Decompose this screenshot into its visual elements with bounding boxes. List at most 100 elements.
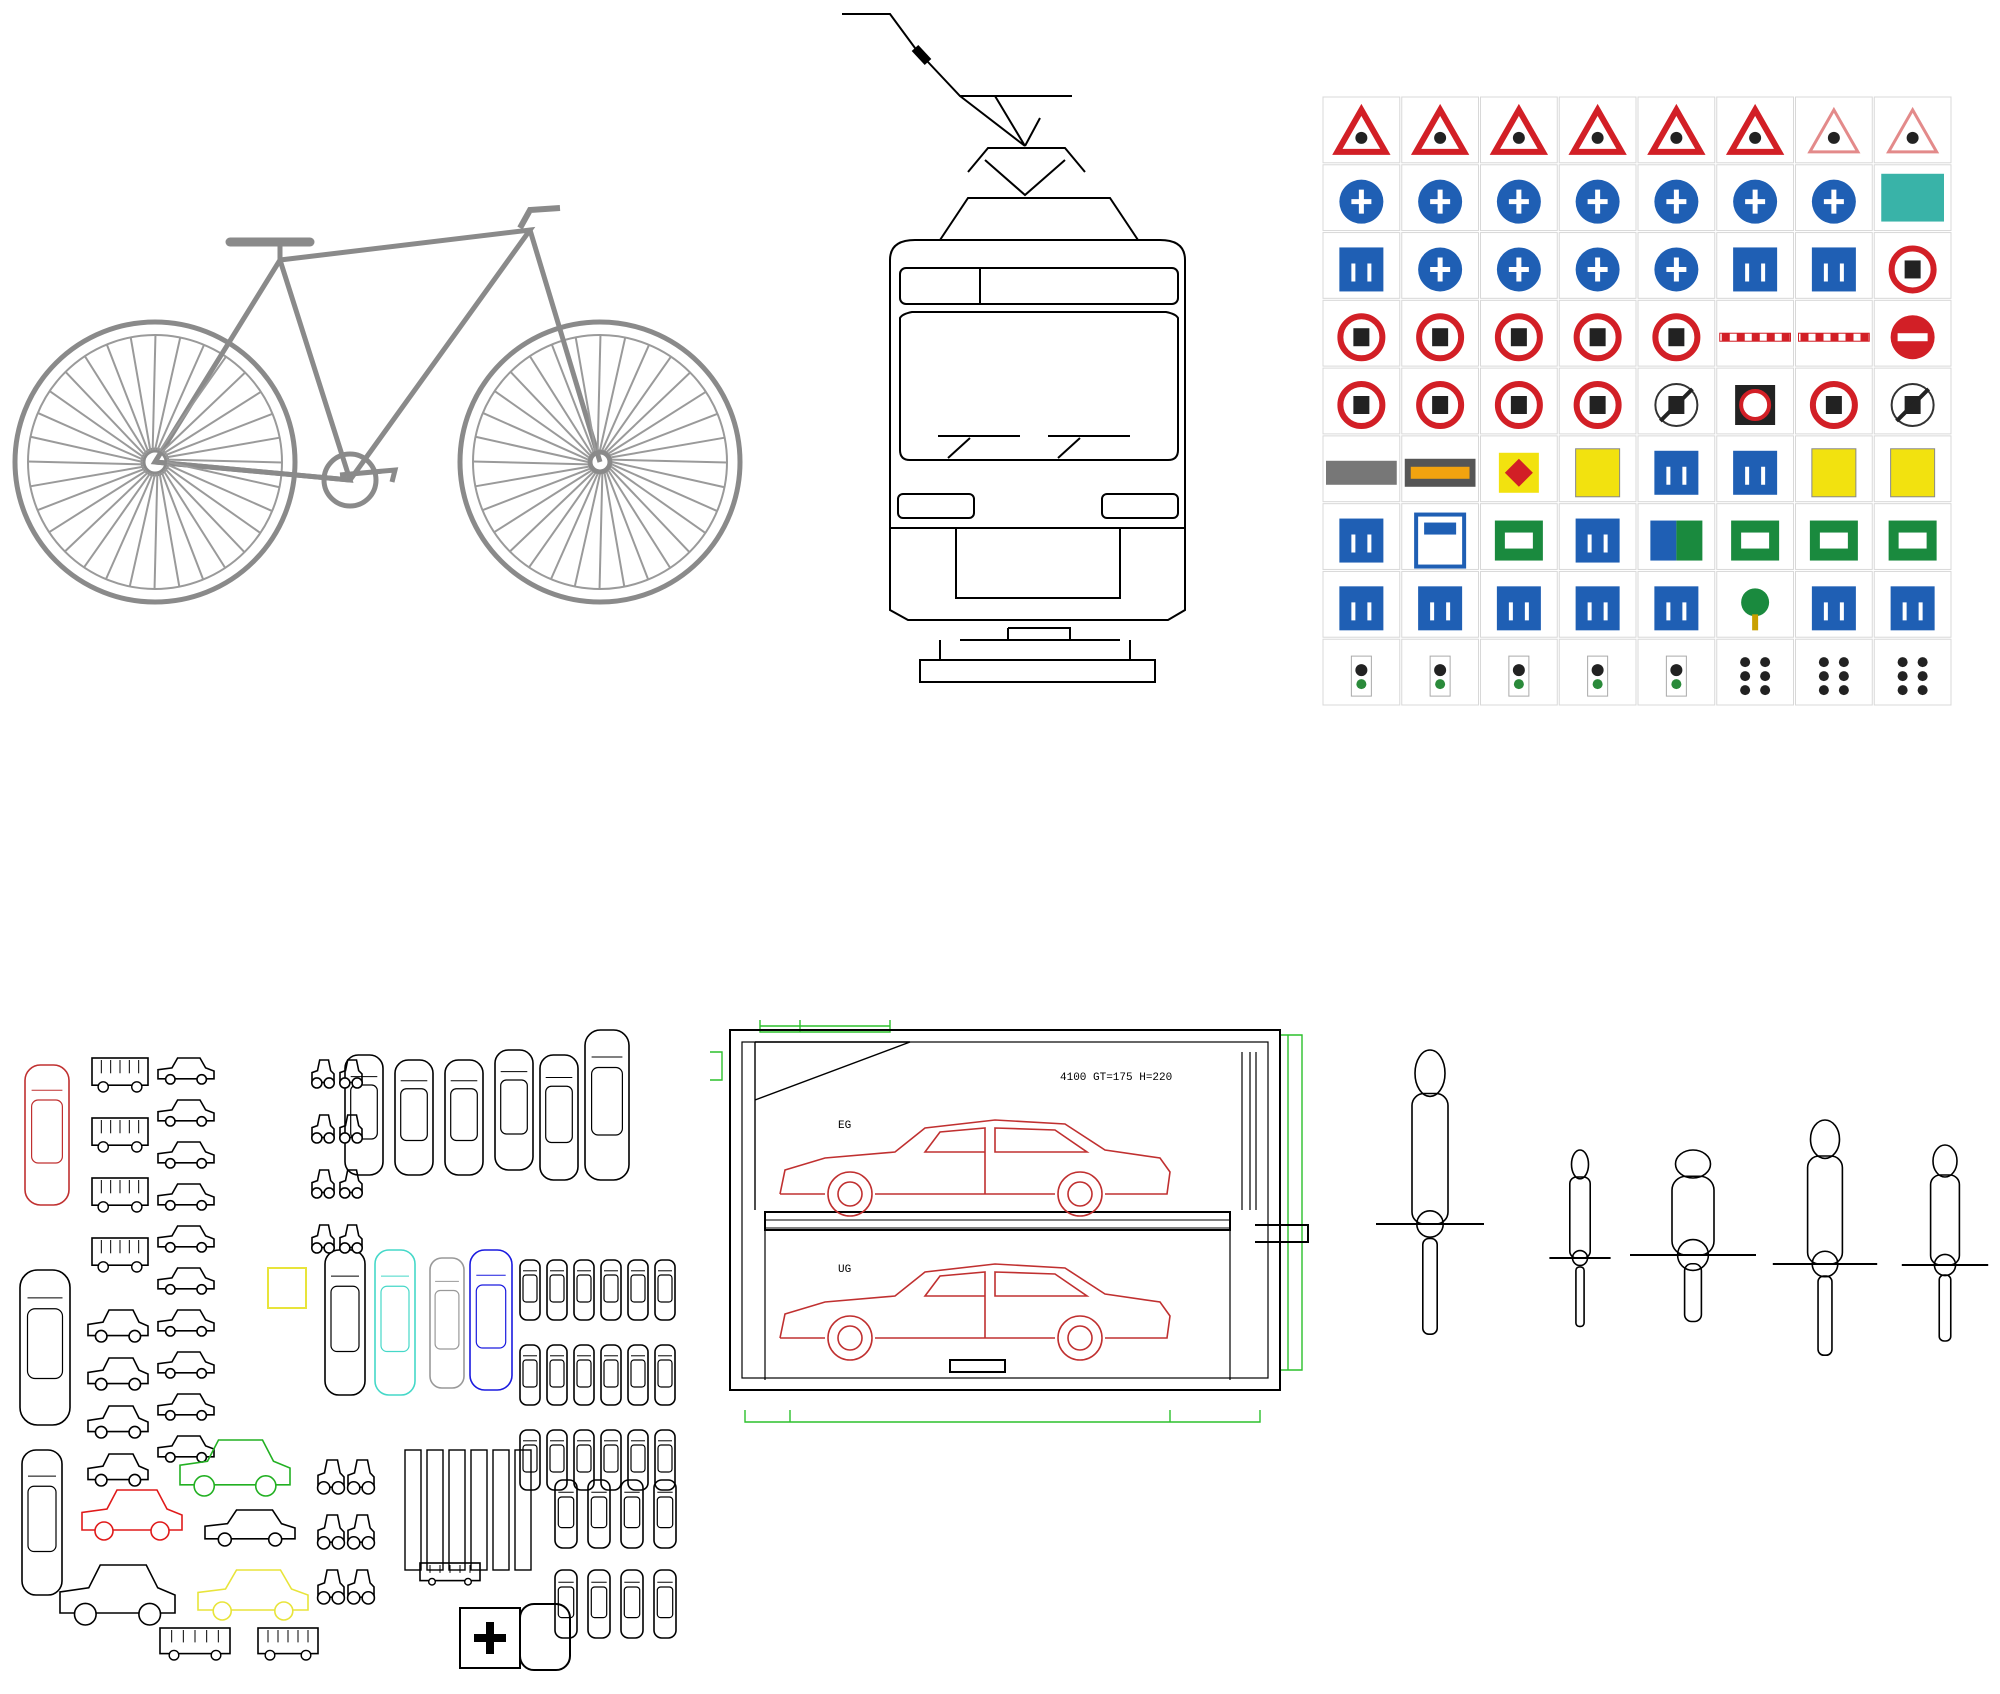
motorcycle-block: [1901, 1144, 1989, 1342]
traffic-sign: [1322, 638, 1401, 706]
traffic-sign: [1873, 570, 1952, 638]
vehicle-block: [91, 1057, 149, 1093]
traffic-sign: [1716, 96, 1794, 164]
vehicle-blocks-icon: [19, 1029, 677, 1671]
traffic-sign: [1716, 164, 1794, 232]
traffic-sign: [1401, 299, 1479, 367]
vehicle-block: [157, 1435, 215, 1463]
vehicle-block: [267, 1267, 307, 1309]
traffic-sign: [1558, 232, 1637, 299]
traffic-sign: [1322, 570, 1401, 638]
ambulance-block: [459, 1603, 571, 1671]
vehicle-block: [338, 1169, 363, 1199]
traffic-sign: [1480, 96, 1558, 164]
vehicle-block: [91, 1177, 149, 1213]
vehicle-block: [316, 1569, 346, 1605]
traffic-sign: [1716, 503, 1794, 570]
vehicle-block: [374, 1249, 416, 1396]
motorcycle-block: [1549, 1149, 1611, 1328]
vehicle-block: [653, 1569, 677, 1639]
traffic-sign: [1873, 96, 1952, 164]
traffic-sign: [1480, 367, 1558, 435]
traffic-sign: [1480, 232, 1558, 299]
vehicle-block: [157, 1183, 215, 1211]
parking-lift-section-icon: 4100 GT=175 H=220 EG UG: [710, 1020, 1309, 1423]
vehicle-block: [324, 1249, 366, 1396]
vehicle-block: [157, 1309, 215, 1337]
vehicle-block: [179, 1439, 291, 1497]
motorcycle-block: [1630, 1149, 1756, 1323]
vehicle-block: [91, 1117, 149, 1153]
vehicle-block: [620, 1479, 644, 1549]
vehicle-block: [429, 1257, 465, 1389]
traffic-sign: [1637, 435, 1716, 503]
vehicle-block: [204, 1509, 296, 1547]
traffic-sign: [1873, 503, 1952, 570]
vehicle-block: [600, 1429, 622, 1491]
traffic-sign: [1795, 638, 1873, 706]
traffic-sign: [1873, 232, 1952, 299]
vehicle-block: [21, 1449, 63, 1596]
vehicle-block: [346, 1569, 376, 1605]
traffic-sign: [1322, 299, 1401, 367]
vehicle-block: [157, 1141, 215, 1169]
vehicle-block: [519, 1429, 541, 1491]
traffic-sign: [1873, 164, 1952, 232]
motorcycle-top-view-icon: [1376, 1049, 1989, 1356]
vehicle-block: [627, 1344, 649, 1406]
vehicle-block: [587, 1479, 611, 1549]
traffic-sign: [1637, 570, 1716, 638]
traffic-sign: [1558, 299, 1637, 367]
vehicle-block: [546, 1259, 568, 1321]
traffic-sign: [1558, 435, 1637, 503]
vehicle-block: [310, 1224, 335, 1254]
traffic-sign: [1480, 503, 1558, 570]
vehicle-block: [494, 1049, 534, 1171]
traffic-sign: [1322, 232, 1401, 299]
traffic-sign: [1637, 164, 1716, 232]
vehicle-block: [87, 1309, 149, 1343]
traffic-sign: [1558, 570, 1637, 638]
traffic-sign: [1401, 164, 1479, 232]
traffic-sign: [1322, 367, 1401, 435]
traffic-signs-icon: [1322, 96, 1952, 706]
traffic-sign: [1322, 503, 1401, 570]
traffic-sign: [1873, 299, 1952, 367]
bicycle-icon: [12, 205, 743, 605]
vehicle-block: [554, 1479, 578, 1549]
vehicle-block: [539, 1054, 579, 1181]
traffic-sign: [1558, 164, 1637, 232]
vehicle-block: [600, 1259, 622, 1321]
traffic-sign: [1716, 638, 1794, 706]
truck-block: [404, 1449, 422, 1571]
vehicle-block: [81, 1489, 183, 1541]
vehicle-block: [87, 1453, 149, 1487]
parking-lift-spec: 4100 GT=175 H=220: [1060, 1072, 1172, 1084]
traffic-sign: [1322, 164, 1401, 232]
traffic-sign: [1795, 503, 1873, 570]
tram-front-icon: [842, 13, 1186, 683]
upper-level-label: EG: [838, 1120, 851, 1132]
traffic-sign: [1795, 435, 1873, 503]
vehicle-block: [91, 1237, 149, 1273]
vehicle-block: [519, 1344, 541, 1406]
vehicle-block: [546, 1429, 568, 1491]
motorcycle-block: [1772, 1119, 1878, 1356]
vehicle-block: [627, 1429, 649, 1491]
traffic-sign: [1322, 435, 1401, 503]
vehicle-blocks-drawing: [0, 1010, 690, 1690]
vehicle-block: [310, 1059, 335, 1089]
vehicle-block: [346, 1514, 376, 1550]
traffic-sign: [1795, 367, 1873, 435]
vehicle-block: [573, 1344, 595, 1406]
traffic-sign: [1401, 503, 1479, 570]
vehicle-block: [197, 1569, 309, 1621]
vehicle-block: [519, 1259, 541, 1321]
vehicle-block: [24, 1064, 70, 1206]
vehicle-block: [346, 1459, 376, 1495]
traffic-sign: [1480, 435, 1558, 503]
vehicle-block: [257, 1627, 319, 1661]
vehicle-block: [157, 1393, 215, 1421]
vehicle-block: [653, 1479, 677, 1549]
vehicle-block: [394, 1059, 434, 1176]
